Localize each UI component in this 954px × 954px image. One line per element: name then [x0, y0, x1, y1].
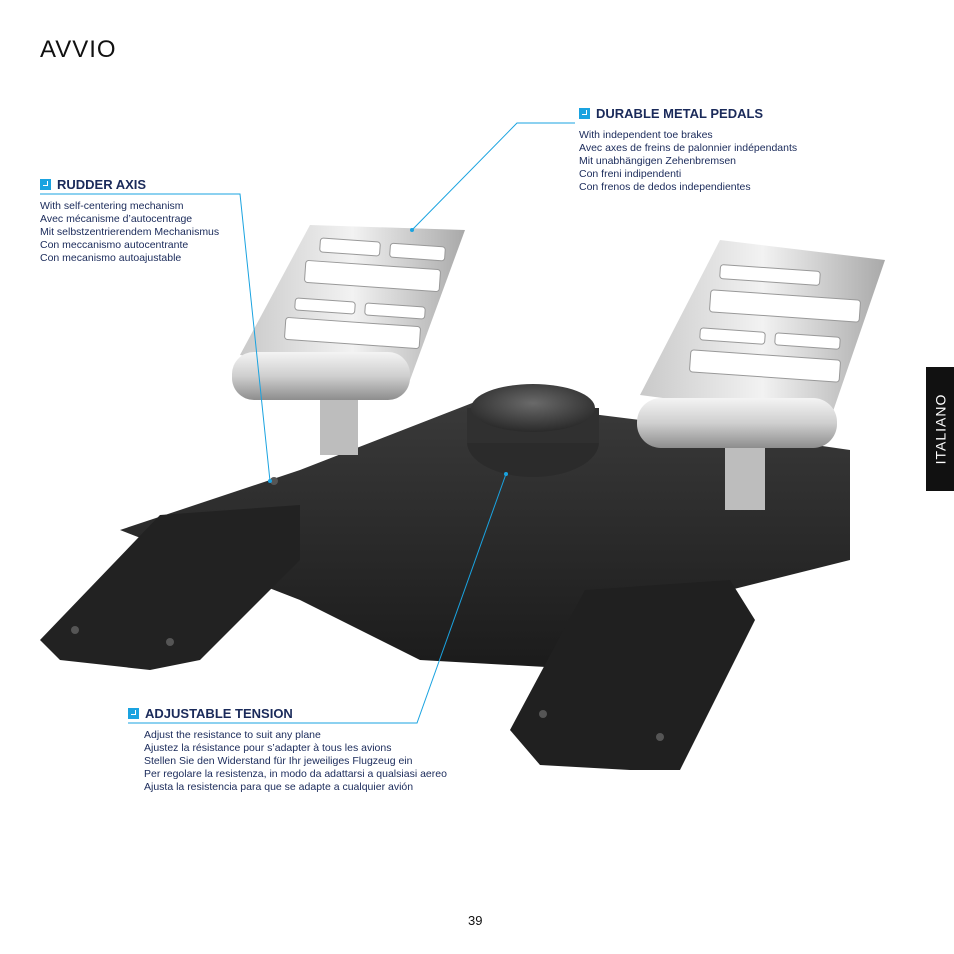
- arrow-bullet-icon: [128, 708, 139, 719]
- callout-heading: ADJUSTABLE TENSION: [145, 706, 293, 721]
- callout-adjustable-tension: ADJUSTABLE TENSION Adjust the resistance…: [128, 706, 447, 794]
- callout-line: Con meccanismo autocentrante: [40, 239, 189, 251]
- callout-line: Mit unabhängigen Zehenbremsen: [579, 155, 737, 167]
- page-title: AVVIO: [40, 36, 117, 63]
- callout-durable-pedals: DURABLE METAL PEDALS With independent to…: [579, 106, 797, 194]
- callout-line: Con freni indipendenti: [579, 168, 682, 180]
- callout-line: With independent toe brakes: [579, 129, 713, 141]
- language-tab: ITALIANO: [926, 367, 954, 491]
- callout-line: Adjust the resistance to suit any plane: [144, 729, 321, 741]
- callout-line: Ajusta la resistencia para que se adapte…: [144, 781, 414, 793]
- callout-line: Mit selbstzentrierendem Mechanismus: [40, 226, 220, 238]
- arrow-bullet-icon: [579, 108, 590, 119]
- callout-line: Per regolare la resistenza, in modo da a…: [144, 768, 447, 780]
- callout-heading: RUDDER AXIS: [57, 177, 147, 192]
- callout-line: Avec mécanisme d’autocentrage: [40, 213, 193, 225]
- callout-line: Con mecanismo autoajustable: [40, 252, 182, 264]
- callout-line: With self-centering mechanism: [40, 200, 184, 212]
- callout-line: Stellen Sie den Widerstand für Ihr jewei…: [144, 755, 413, 767]
- callout-rudder-axis: RUDDER AXIS With self-centering mechanis…: [40, 177, 219, 265]
- callout-line: Avec axes de freins de palonnier indépen…: [579, 142, 798, 154]
- callout-heading: DURABLE METAL PEDALS: [596, 106, 764, 121]
- callout-line: Ajustez la résistance pour s’adapter à t…: [144, 742, 392, 754]
- page-number: 39: [468, 913, 483, 928]
- callout-line: Con frenos de dedos independientes: [579, 181, 751, 193]
- arrow-bullet-icon: [40, 179, 51, 190]
